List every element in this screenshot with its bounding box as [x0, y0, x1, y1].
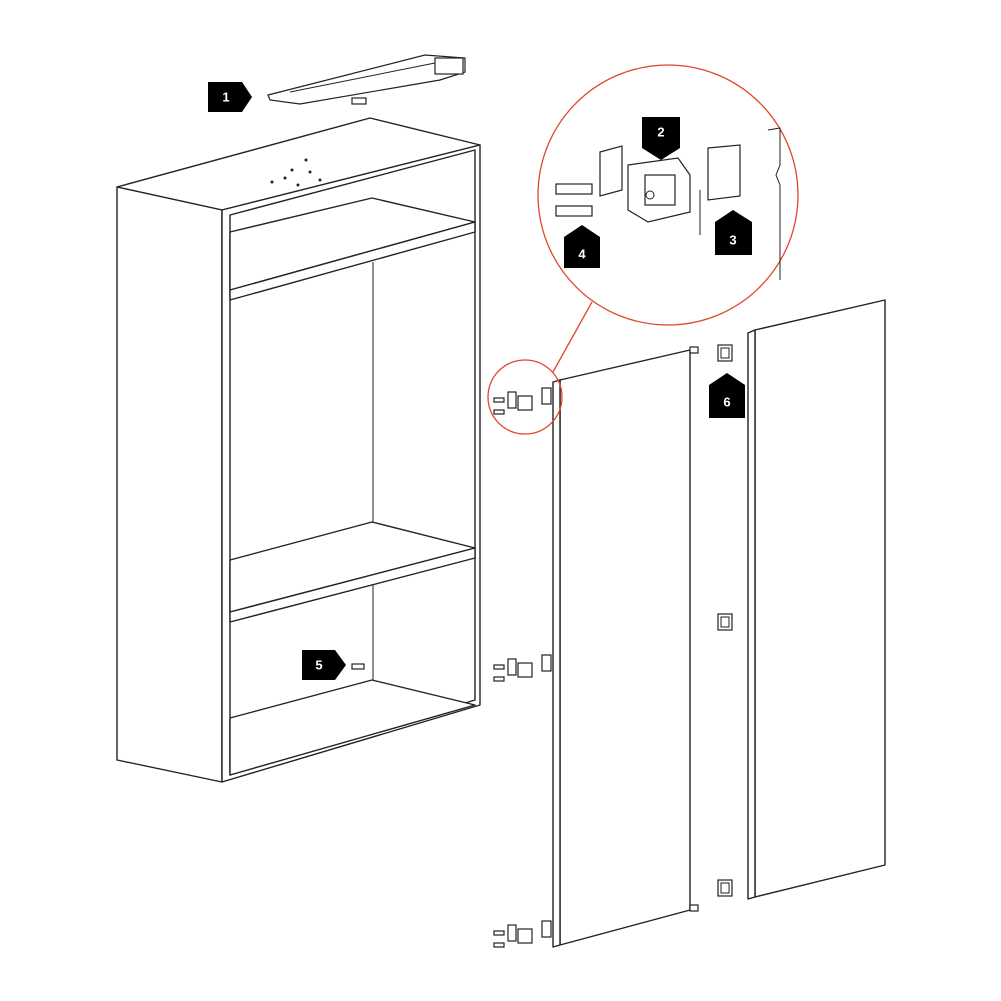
- hinge-sets: [493, 387, 552, 948]
- left-door: [552, 346, 699, 948]
- tag-6-label: 6: [723, 395, 730, 410]
- tag-3-label: 3: [729, 233, 736, 248]
- tag-1: 1: [208, 82, 252, 112]
- detail-callout: [487, 64, 799, 435]
- tag-4-label: 4: [578, 247, 586, 262]
- right-door: [747, 299, 886, 900]
- cabinet-carcass: [116, 117, 481, 783]
- tag-4: 4: [564, 225, 600, 268]
- tag-5: 5: [302, 650, 346, 680]
- tag-1-label: 1: [222, 90, 229, 105]
- tag-5-label: 5: [315, 658, 322, 673]
- door-connectors: [717, 344, 733, 897]
- tag-6: 6: [709, 373, 745, 418]
- top-rail-part: [267, 54, 466, 105]
- tag-3: 3: [715, 210, 752, 255]
- tag-2-label: 2: [657, 125, 664, 140]
- tag-2: 2: [642, 117, 680, 160]
